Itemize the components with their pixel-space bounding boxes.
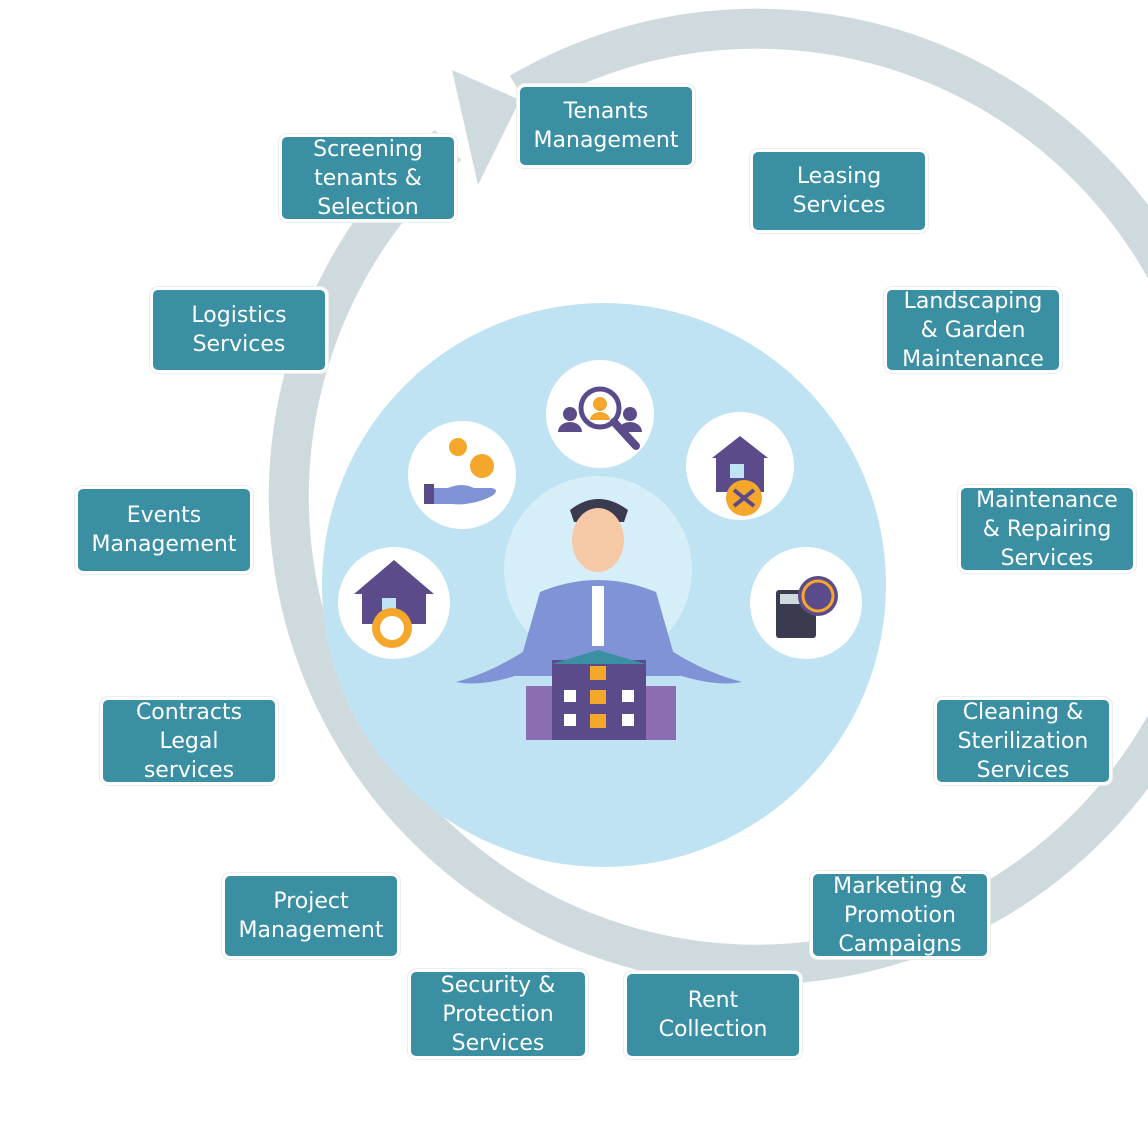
node-label: Events Management — [91, 503, 237, 557]
manager-with-building-icon — [456, 476, 742, 740]
node-project-management: Project Management — [222, 873, 400, 959]
node-leasing-services: Leasing Services — [750, 149, 928, 233]
cycle-arrow-head-icon — [452, 70, 520, 185]
node-tenants-management: Tenants Management — [517, 84, 695, 168]
cycle-ring — [268, 8, 1148, 985]
node-label: Contracts Legal services — [135, 699, 243, 783]
node-label: Logistics Services — [191, 303, 287, 357]
node-rent-collection: Rent Collection — [624, 971, 802, 1059]
node-label: Project Management — [238, 889, 384, 943]
node-label: Tenants Management — [533, 99, 679, 153]
hand-coins-icon — [408, 421, 516, 529]
node-screening: Screening tenants & Selection — [279, 134, 457, 222]
node-events: Events Management — [75, 486, 253, 574]
node-label: Maintenance & Repairing Services — [976, 487, 1118, 571]
node-label: Leasing Services — [792, 164, 886, 218]
node-label: Cleaning & Sterilization Services — [957, 699, 1089, 783]
node-label: Marketing & Promotion Campaigns — [833, 873, 967, 957]
node-landscaping: Landscaping & Garden Maintenance — [884, 287, 1062, 373]
cycle-ring-arc — [268, 8, 1148, 985]
node-contracts: Contracts Legal services — [100, 697, 278, 785]
node-label: Landscaping & Garden Maintenance — [902, 288, 1044, 372]
house-repair-icon — [686, 412, 794, 520]
node-marketing: Marketing & Promotion Campaigns — [810, 871, 990, 959]
node-label: Screening tenants & Selection — [313, 136, 423, 220]
node-cleaning: Cleaning & Sterilization Services — [934, 697, 1112, 785]
house-dollar-icon — [338, 547, 450, 659]
node-security: Security & Protection Services — [408, 969, 588, 1059]
people-search-icon — [546, 360, 654, 468]
node-maintenance: Maintenance & Repairing Services — [958, 485, 1136, 573]
calculator-dollar-icon — [750, 547, 862, 659]
node-label: Security & Protection Services — [440, 972, 556, 1056]
node-logistics: Logistics Services — [150, 287, 328, 373]
node-label: Rent Collection — [658, 988, 768, 1042]
